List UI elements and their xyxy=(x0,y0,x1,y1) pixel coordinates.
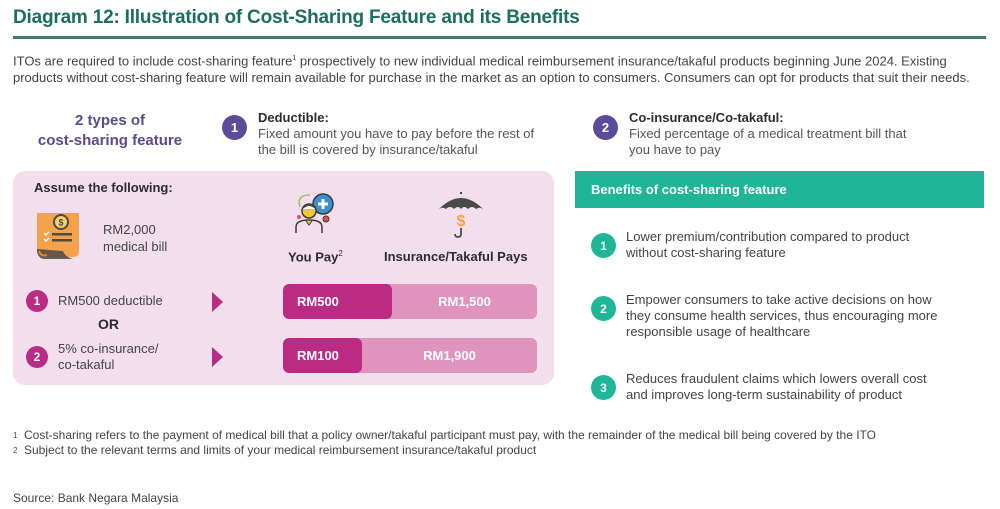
bill-amount-value: RM2,000 xyxy=(103,222,156,237)
benefit-line2: without cost-sharing feature xyxy=(626,245,786,260)
footnote-ref-2: 2 xyxy=(338,249,343,258)
split-bar-coinsurance: RM100 RM1,900 xyxy=(283,338,537,373)
bill-amount: RM2,000 medical bill xyxy=(103,221,167,255)
type-coinsurance: 2 Co-insurance/Co-takaful: Fixed percent… xyxy=(593,110,906,158)
footnote-text: Subject to the relevant terms and limits… xyxy=(24,443,537,457)
benefit-line2: they consume health services, thus encou… xyxy=(626,308,938,323)
person-medical-icon xyxy=(295,193,334,233)
scenario-line2: co-takaful xyxy=(58,357,115,372)
number-badge: 3 xyxy=(591,375,616,400)
benefit-line1: Empower consumers to take active decisio… xyxy=(626,292,932,307)
medical-bill-icon: $ xyxy=(37,213,79,259)
footnote-2: 2 Subject to the relevant terms and limi… xyxy=(13,443,963,458)
intro-text-rest: prospectively to new individual medical … xyxy=(13,53,970,86)
number-badge: 2 xyxy=(26,346,48,368)
type-heading: Co-insurance/Co-takaful: xyxy=(629,110,784,125)
insurance-pays-header: Insurance/Takaful Pays xyxy=(384,249,528,264)
footnote-ref-1: 1 xyxy=(292,55,297,62)
you-pay-label: You Pay xyxy=(288,249,339,265)
type-desc-line1: Fixed percentage of a medical treatment … xyxy=(629,126,907,141)
scenario-line1: RM500 deductible xyxy=(58,293,163,308)
scenario-text: 5% co-insurance/ co-takaful xyxy=(58,341,158,373)
footnote-mark: 2 xyxy=(13,446,18,455)
benefit-item: 1 Lower premium/contribution compared to… xyxy=(591,229,996,261)
assume-label: Assume the following: xyxy=(34,180,173,195)
number-badge: 2 xyxy=(591,296,616,321)
you-pay-segment: RM500 xyxy=(283,284,392,319)
footnote-mark: 1 xyxy=(13,431,18,440)
split-bar-deductible: RM500 RM1,500 xyxy=(283,284,537,319)
number-badge: 1 xyxy=(591,233,616,258)
intro-paragraph: ITOs are required to include cost-sharin… xyxy=(13,50,988,86)
benefit-text: Lower premium/contribution compared to p… xyxy=(626,229,996,261)
scenario-text: RM500 deductible xyxy=(58,293,163,309)
you-pay-segment: RM100 xyxy=(283,338,362,373)
type-heading: Deductible: xyxy=(258,110,329,125)
insurance-pays-segment: RM1,500 xyxy=(438,294,491,309)
benefit-line2: and improves long-term sustainability of… xyxy=(626,387,903,402)
insurance-pays-segment: RM1,900 xyxy=(423,348,476,363)
type-desc-line2: you have to pay xyxy=(629,142,721,157)
bill-amount-label: medical bill xyxy=(103,239,168,254)
number-badge: 1 xyxy=(26,290,48,312)
scenario-deductible: 1 RM500 deductible xyxy=(26,290,163,312)
benefit-text: Empower consumers to take active decisio… xyxy=(626,292,996,340)
you-pay-header: You Pay2 xyxy=(288,249,343,264)
benefit-line1: Reduces fraudulent claims which lowers o… xyxy=(626,371,927,386)
title-divider xyxy=(13,36,986,39)
type-deductible: 1 Deductible: Fixed amount you have to p… xyxy=(222,110,534,158)
source-note: Source: Bank Negara Malaysia xyxy=(13,491,179,505)
type-desc-line1: Fixed amount you have to pay before the … xyxy=(258,126,535,141)
benefit-line3: responsible usage of healthcare xyxy=(626,324,811,339)
footnote-1: 1 Cost-sharing refers to the payment of … xyxy=(13,428,963,443)
benefit-item: 2 Empower consumers to take active decis… xyxy=(591,292,996,340)
umbrella-dollar-icon: $ xyxy=(438,192,484,238)
type-desc-line2: the bill is covered by insurance/takaful xyxy=(258,142,478,157)
scenario-line1: 5% co-insurance/ xyxy=(58,341,159,356)
benefits-heading: Benefits of cost-sharing feature xyxy=(575,171,984,208)
arrow-right-icon xyxy=(212,347,223,367)
footnotes: 1 Cost-sharing refers to the payment of … xyxy=(13,428,963,458)
svg-text:$: $ xyxy=(58,218,63,228)
intro-text-start: ITOs are required to include cost-sharin… xyxy=(13,53,293,69)
types-label-line1: 2 types of xyxy=(74,112,146,129)
diagram-title: Diagram 12: Illustration of Cost-Sharing… xyxy=(13,7,580,28)
types-label-line2: cost-sharing feature xyxy=(37,132,183,149)
svg-text:$: $ xyxy=(457,213,466,230)
types-label: 2 types of cost-sharing feature xyxy=(30,111,190,151)
benefit-text: Reduces fraudulent claims which lowers o… xyxy=(626,371,996,403)
number-badge: 2 xyxy=(593,115,618,140)
or-label: OR xyxy=(98,316,119,332)
scenario-coinsurance: 2 5% co-insurance/ co-takaful xyxy=(26,341,158,373)
benefit-line1: Lower premium/contribution compared to p… xyxy=(626,229,910,244)
number-badge: 1 xyxy=(222,115,247,140)
footnote-text: Cost-sharing refers to the payment of me… xyxy=(24,428,876,442)
arrow-right-icon xyxy=(212,292,223,312)
benefit-item: 3 Reduces fraudulent claims which lowers… xyxy=(591,371,996,403)
